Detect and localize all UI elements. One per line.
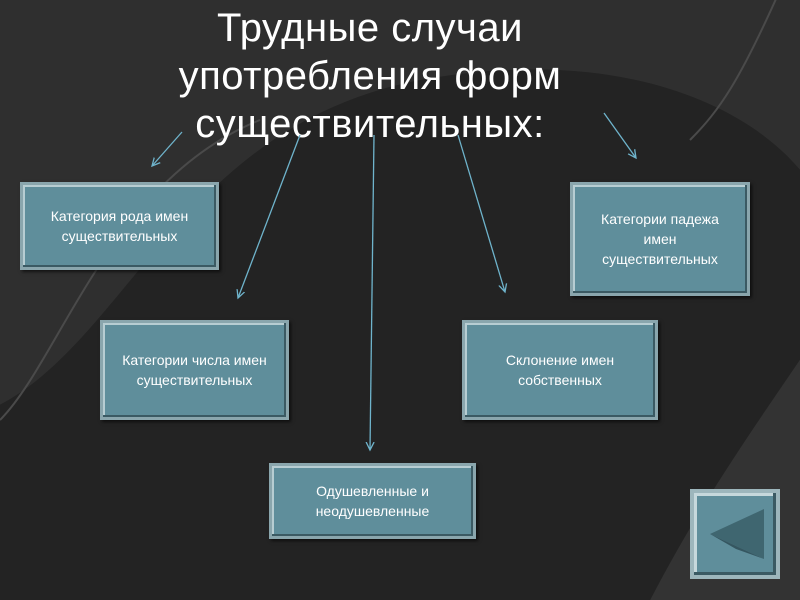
back-button[interactable] bbox=[690, 489, 780, 579]
title-line-3: существительных: bbox=[195, 102, 545, 146]
box-proper-names: Склонение имен собственных bbox=[462, 320, 658, 420]
box-animate: Одушевленные и неодушевленные bbox=[269, 463, 476, 539]
title-line-2: употребления форм bbox=[178, 54, 562, 98]
box-gender-category: Категория рода имен существительных bbox=[20, 182, 219, 270]
box-case-label: Категории падежа имен существительных bbox=[601, 211, 719, 267]
box-case-category: Категории падежа имен существительных bbox=[570, 182, 750, 296]
triangle-left-icon bbox=[710, 509, 764, 559]
slide-title: Трудные случаи употребления форм существ… bbox=[120, 4, 620, 148]
box-number-label: Категории числа имен существительных bbox=[122, 352, 267, 388]
box-proper-label: Склонение имен собственных bbox=[505, 352, 615, 388]
box-gender-label: Категория рода имен существительных bbox=[50, 208, 189, 244]
box-number-category: Категории числа имен существительных bbox=[100, 320, 289, 420]
box-animate-label: Одушевленные и неодушевленные bbox=[315, 483, 430, 519]
title-line-1: Трудные случаи bbox=[217, 6, 523, 50]
